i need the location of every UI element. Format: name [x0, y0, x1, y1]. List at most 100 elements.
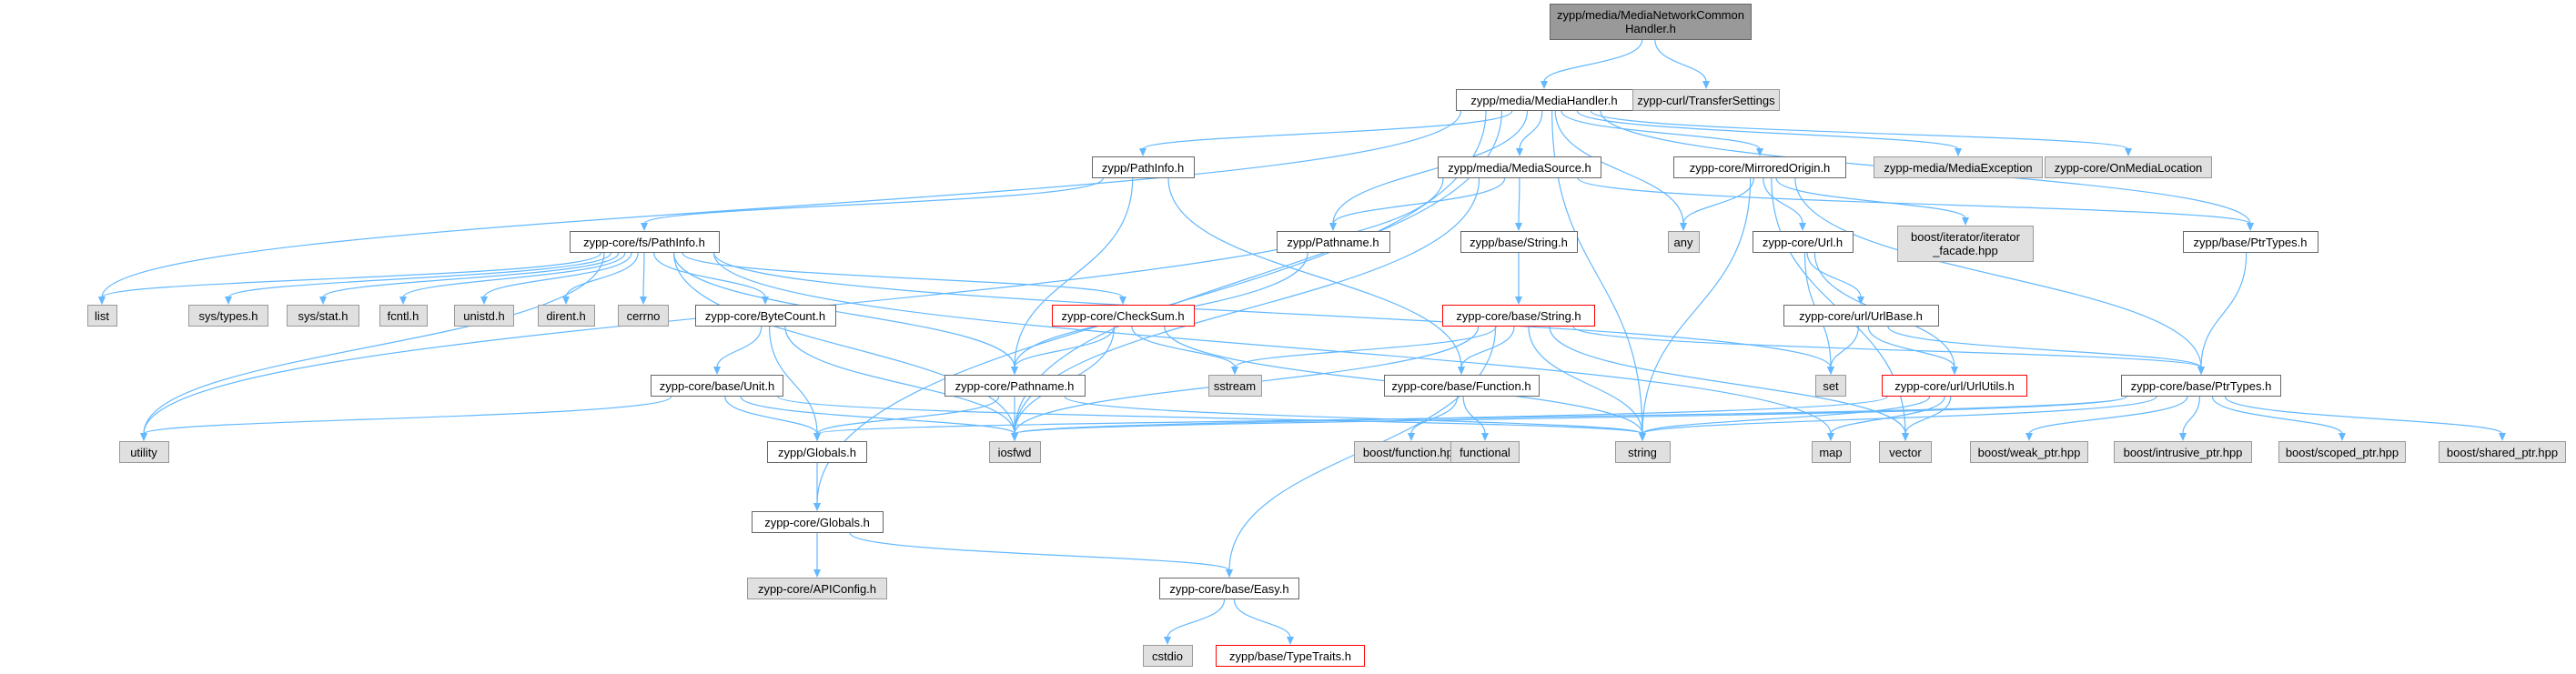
edge-coreptrtypes-to-iosfwd: [1014, 396, 2127, 435]
node-cerrno: cerrno: [618, 305, 669, 327]
edge-fspathinfo-to-checksum: [682, 252, 1124, 298]
edge-arrowhead-unit-to-utility: [140, 433, 147, 441]
edge-urlutils-to-vector: [1904, 396, 1952, 435]
edge-arrowhead-root-to-transfersettings: [1702, 81, 1710, 89]
node-root-line-0: zypp/media/MediaNetworkCommon: [1557, 8, 1744, 22]
edge-urlutils-to-iosfwd: [1014, 396, 1888, 435]
edge-corestring-to-coreptrtypes: [1572, 326, 2202, 368]
edge-arrowhead-mediahandler-to-onmedialocation: [2125, 148, 2132, 156]
node-globals[interactable]: zypp/Globals.h: [767, 441, 867, 463]
edge-root-to-transfersettings: [1654, 39, 1707, 83]
edge-fspathinfo-to-utility: [143, 252, 605, 435]
edge-arrowhead-fspathinfo-to-fcntl: [399, 297, 407, 305]
node-mediahandler[interactable]: zypp/media/MediaHandler.h: [1455, 89, 1633, 111]
edge-easy-to-typetraits: [1233, 599, 1291, 639]
node-any: any: [1667, 231, 1700, 253]
edge-unit-to-iosfwd: [740, 396, 1015, 435]
node-easy[interactable]: zypp-core/base/Easy.h: [1159, 578, 1299, 599]
node-basestring[interactable]: zypp/base/String.h: [1460, 231, 1578, 253]
edge-corestring-to-sstream: [1234, 326, 1497, 368]
edge-arrowhead-url-to-urlbase: [1857, 297, 1864, 305]
node-weakptr: boost/weak_ptr.hpp: [1970, 441, 2088, 463]
edge-mirroredorigin-to-any: [1682, 177, 1754, 225]
edge-arrowhead-urlbase-to-urlutils: [1951, 367, 1958, 375]
edge-arrowhead-coreptrtypes-to-scopedptr: [2339, 433, 2346, 441]
node-boostfunction: boost/function.hpp: [1353, 441, 1470, 463]
edge-arrowhead-mediahandler-to-mediaexception: [1955, 148, 1962, 156]
edge-coreptrtypes-to-intrusiveptr: [2182, 396, 2200, 435]
node-transfersettings: zypp-curl/TransferSettings: [1632, 89, 1780, 111]
edge-mediahandler-to-any: [1554, 110, 1684, 225]
node-corestring[interactable]: zypp-core/base/String.h: [1442, 305, 1595, 327]
node-checksum[interactable]: zypp-core/CheckSum.h: [1051, 305, 1195, 327]
node-mediasource[interactable]: zypp/media/MediaSource.h: [1438, 156, 1601, 178]
edge-urlbase-to-coreptrtypes: [1887, 326, 2202, 368]
node-iterfacade-line-1: _facade.hpp: [1933, 244, 1998, 257]
edge-arrowhead-urlutils-to-vector: [1902, 433, 1909, 441]
edge-arrowhead-fspathinfo-to-cerrno: [640, 297, 647, 305]
edge-mediahandler-to-mirroredorigin: [1561, 110, 1761, 150]
edge-arrowhead-mediahandler-to-pathinfo: [1139, 148, 1147, 156]
node-onmedialocation: zypp-core/OnMediaLocation: [2045, 156, 2212, 178]
edge-arrowhead-coreptrtypes-to-string: [1639, 433, 1646, 441]
edge-corepathname-to-string: [1064, 396, 1643, 435]
node-url[interactable]: zypp-core/Url.h: [1752, 231, 1854, 253]
node-urlbase[interactable]: zypp-core/url/UrlBase.h: [1783, 305, 1939, 327]
edge-fspathinfo-to-systypes: [227, 252, 612, 298]
edge-arrowhead-checksum-to-corepathname: [1011, 367, 1018, 375]
node-pathinfo[interactable]: zypp/PathInfo.h: [1091, 156, 1195, 178]
edge-coreptrtypes-to-sharedptr: [2224, 396, 2503, 435]
node-baseptrtypes[interactable]: zypp/base/PtrTypes.h: [2182, 231, 2318, 253]
node-coreptrtypes[interactable]: zypp-core/base/PtrTypes.h: [2121, 375, 2281, 397]
node-systypes: sys/types.h: [188, 305, 268, 327]
edge-checksum-to-sstream: [1131, 326, 1236, 368]
edge-bytecount-to-iosfwd: [784, 326, 1015, 435]
edge-mirroredorigin-to-coreptrtypes: [1794, 177, 2202, 368]
edge-coreglobals-to-easy: [849, 532, 1230, 571]
node-pathname[interactable]: zypp/Pathname.h: [1276, 231, 1390, 253]
edge-arrowhead-fspathinfo-to-dirent: [562, 297, 570, 305]
edge-arrowhead-root-to-mediahandler: [1541, 81, 1548, 89]
node-sharedptr: boost/shared_ptr.hpp: [2439, 441, 2566, 463]
node-unit[interactable]: zypp-core/base/Unit.h: [651, 375, 783, 397]
node-corepathname[interactable]: zypp-core/Pathname.h: [944, 375, 1086, 397]
edge-coreptrtypes-to-string: [1642, 396, 2157, 435]
edge-mediahandler-to-mediaexception: [1576, 110, 1959, 150]
node-bytecount[interactable]: zypp-core/ByteCount.h: [694, 305, 836, 327]
edge-bytecount-to-globals: [768, 326, 818, 435]
edge-fspathinfo-to-set: [712, 252, 1832, 368]
node-sstream: sstream: [1207, 375, 1262, 397]
edge-mediahandler-to-list: [101, 110, 1462, 298]
edge-arrowhead-fspathinfo-to-unistd: [480, 297, 488, 305]
edge-unit-to-globals: [724, 396, 818, 435]
edge-arrowhead-urlbase-to-set: [1827, 367, 1834, 375]
node-function[interactable]: zypp-core/base/Function.h: [1383, 375, 1540, 397]
edge-arrowhead-mediasource-to-basestring: [1515, 223, 1522, 231]
node-mirroredorigin[interactable]: zypp-core/MirroredOrigin.h: [1673, 156, 1846, 178]
edge-arrowhead-coreglobals-to-apiconfig: [813, 569, 821, 578]
edge-arrowhead-mirroredorigin-to-any: [1680, 223, 1687, 231]
edge-easy-to-cstdio: [1167, 599, 1226, 639]
edge-arrowhead-coreptrtypes-to-intrusiveptr: [2179, 433, 2187, 441]
edge-arrowhead-easy-to-typetraits: [1287, 637, 1294, 645]
edge-unit-to-utility: [143, 396, 672, 435]
node-typetraits[interactable]: zypp/base/TypeTraits.h: [1216, 645, 1365, 667]
node-urlutils[interactable]: zypp-core/url/UrlUtils.h: [1882, 375, 2027, 397]
edge-mediasource-to-basestring: [1518, 177, 1520, 225]
node-functional: functional: [1450, 441, 1520, 463]
edge-arrowhead-pathinfo-to-fspathinfo: [641, 223, 648, 231]
node-coreglobals[interactable]: zypp-core/Globals.h: [751, 511, 884, 533]
node-string: string: [1614, 441, 1671, 463]
edge-arrowhead-function-to-boostfunction: [1408, 433, 1415, 441]
edge-arrowhead-corestring-to-sstream: [1231, 367, 1238, 375]
node-intrusiveptr: boost/intrusive_ptr.hpp: [2114, 441, 2252, 463]
edge-mediahandler-to-pathname: [1332, 110, 1529, 225]
edge-arrowhead-fspathinfo-to-sysstat: [319, 297, 327, 305]
node-fspathinfo[interactable]: zypp-core/fs/PathInfo.h: [569, 231, 720, 253]
edge-function-to-functional: [1462, 396, 1486, 435]
edge-arrowhead-mirroredorigin-to-iterfacade: [1962, 217, 1969, 226]
edge-arrowhead-mediahandler-to-mirroredorigin: [1756, 148, 1763, 156]
